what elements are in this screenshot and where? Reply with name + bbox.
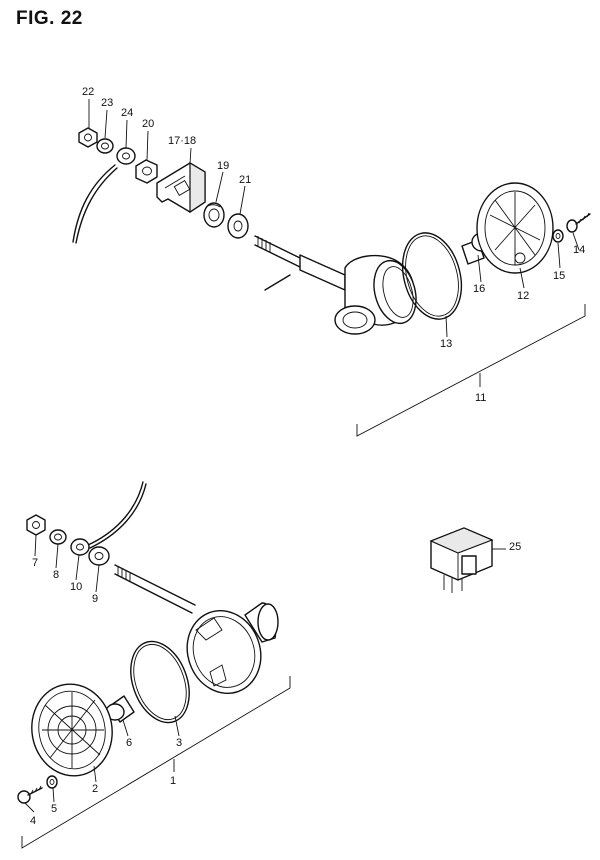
callout-13: 13 <box>440 338 453 350</box>
callout-15: 15 <box>553 270 566 282</box>
part-17-18-bracket <box>156 161 206 214</box>
part-25-relay <box>429 527 506 593</box>
lower-wire <box>87 481 144 546</box>
part-9-washer <box>88 546 110 566</box>
callout-19: 19 <box>217 160 230 172</box>
upper-signal-housing <box>254 235 417 335</box>
part-6-bulb <box>105 695 135 723</box>
callout-21: 21 <box>239 174 252 186</box>
callout-6: 6 <box>126 737 133 749</box>
callout-20: 20 <box>142 118 155 130</box>
callout-8: 8 <box>53 569 60 581</box>
callout-2: 2 <box>92 783 99 795</box>
callout-16: 16 <box>473 283 486 295</box>
callout-7: 7 <box>32 557 39 569</box>
callout-22: 22 <box>82 86 95 98</box>
bracket-11 <box>356 304 586 437</box>
upper-leader-lines <box>88 99 580 338</box>
part-7-nut <box>26 514 46 536</box>
part-3-gasket <box>130 640 190 724</box>
part-13-gasket <box>401 232 463 320</box>
callout-9: 9 <box>92 593 99 605</box>
lower-signal-housing <box>186 602 279 695</box>
callout-10: 10 <box>70 581 83 593</box>
callout-23: 23 <box>101 97 114 109</box>
part-12-lens <box>476 182 554 274</box>
callout-14: 14 <box>573 244 586 256</box>
part-20-nut <box>135 159 158 184</box>
part-8-washer <box>49 529 67 545</box>
bracket-1 <box>21 676 291 849</box>
callout-3: 3 <box>176 737 183 749</box>
part-5-washer <box>46 775 58 789</box>
part-14-screw <box>566 212 591 233</box>
callout-4: 4 <box>30 815 37 827</box>
part-10-terminal <box>70 538 90 556</box>
part-23-washer <box>96 138 114 154</box>
callout-11: 11 <box>475 392 487 404</box>
callout-17-18: 17·18 <box>168 135 197 147</box>
part-22-nut <box>78 127 98 148</box>
part-21-washer <box>227 213 249 239</box>
callout-25: 25 <box>509 541 522 553</box>
part-24-terminal <box>116 147 136 165</box>
callout-24: 24 <box>121 107 134 119</box>
part-19-rubber-cushion <box>203 202 225 228</box>
part-4-screw <box>17 785 43 804</box>
part-2-lens <box>31 683 113 777</box>
lower-leader-lines <box>24 534 180 813</box>
callout-12: 12 <box>517 290 530 302</box>
upper-wire <box>72 164 116 243</box>
figure-title: FIG. 22 <box>16 8 83 29</box>
callout-1: 1 <box>170 775 177 787</box>
lower-stem <box>114 564 196 614</box>
callout-5: 5 <box>51 803 58 815</box>
part-15-washer <box>552 229 564 243</box>
